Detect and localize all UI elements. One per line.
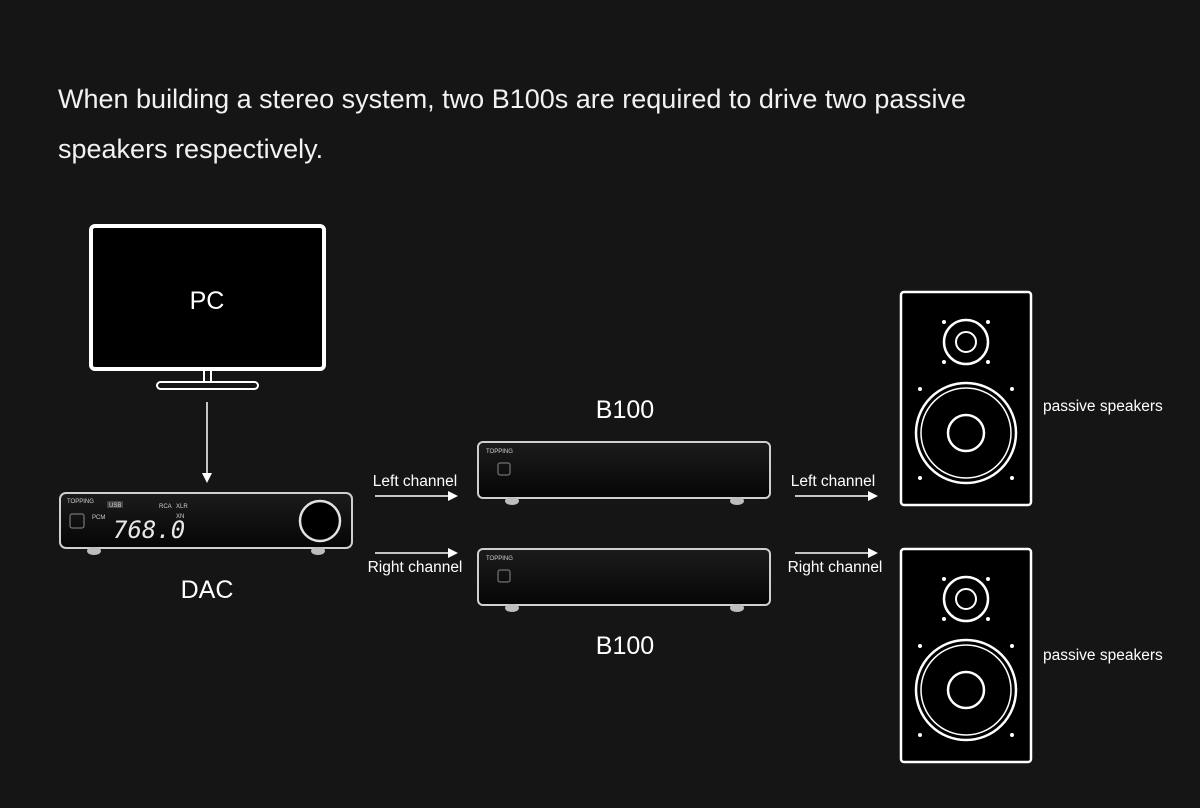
amp-bottom-brand: TOPPING <box>486 556 513 562</box>
dac-usb-badge: USB <box>109 503 121 509</box>
amp-top-brand: TOPPING <box>486 449 513 455</box>
speaker-bottom-icon <box>899 547 1033 764</box>
dac-to-amp-top-label: Left channel <box>373 473 457 490</box>
amp-top-power-icon <box>497 462 511 476</box>
amp-top-label: B100 <box>596 396 654 424</box>
pc-label: PC <box>190 287 225 315</box>
dac-xlr-label: XLR <box>176 504 188 510</box>
amp-bottom-to-speaker-label: Right channel <box>788 559 883 576</box>
dac-rca-label: RCA <box>159 504 172 510</box>
speaker-top-label: passive speakers <box>1043 398 1163 415</box>
amp-top-device-icon: TOPPING <box>477 441 771 505</box>
dac-device-icon: TOPPING USB PCM RCA XLR XN 768.0 <box>59 492 353 555</box>
pc-monitor-icon: PC <box>89 224 326 390</box>
speaker-top-icon <box>899 290 1033 507</box>
amp-bottom-device-icon: TOPPING <box>477 548 771 612</box>
dac-brand: TOPPING <box>67 499 94 505</box>
amp-top-to-speaker-label: Left channel <box>791 473 875 490</box>
amp-bottom-label: B100 <box>596 632 654 660</box>
dac-sample-rate: 768.0 <box>113 516 185 544</box>
dac-xn-label: XN <box>176 514 184 520</box>
volume-knob-icon <box>298 499 342 543</box>
dac-to-amp-bottom-label: Right channel <box>368 559 463 576</box>
dac-label: DAC <box>181 576 234 604</box>
amp-bottom-power-icon <box>497 569 511 583</box>
dac-pcm-label: PCM <box>92 515 105 521</box>
speaker-bottom-label: passive speakers <box>1043 647 1163 664</box>
headline: When building a stereo system, two B100s… <box>58 84 966 164</box>
